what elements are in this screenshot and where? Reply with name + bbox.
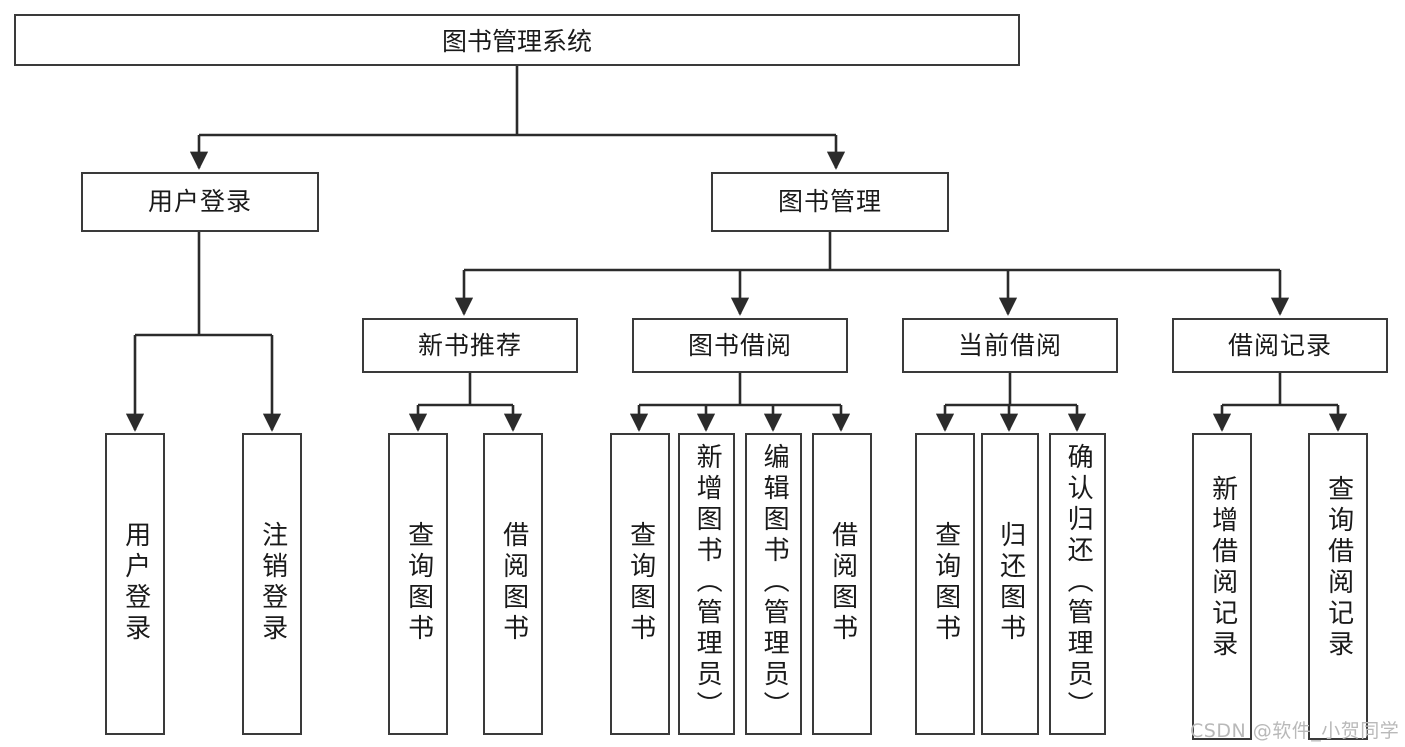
node-label: 当前借阅 xyxy=(957,330,1062,360)
node-label: 新书推荐 xyxy=(417,330,522,360)
node-label: 借阅记录 xyxy=(1227,330,1332,360)
leaf-label: 注销登录 xyxy=(257,521,288,645)
leaf-label: 编辑图书（管理员） xyxy=(759,443,790,722)
leaf-label: 新增图书（管理员） xyxy=(692,443,723,722)
leaf-label: 确认归还（管理员） xyxy=(1063,443,1094,722)
node-current-borrow[interactable]: 当前借阅 xyxy=(902,318,1118,373)
leaf-book-borrow-borrow-books[interactable]: 借阅图书 xyxy=(812,433,872,735)
leaf-label: 用户登录 xyxy=(120,521,151,645)
csdn-watermark: CSDN @软件_小贺同学 xyxy=(1190,720,1400,742)
node-label: 图书管理 xyxy=(777,187,882,216)
leaf-new-book-query-books[interactable]: 查询图书 xyxy=(388,433,448,735)
leaf-user-login-logout[interactable]: 注销登录 xyxy=(242,433,302,735)
node-book-management[interactable]: 图书管理 xyxy=(711,172,949,232)
leaf-label: 借阅图书 xyxy=(827,521,858,645)
leaf-label: 借阅图书 xyxy=(498,521,529,645)
leaf-label: 查询图书 xyxy=(930,521,961,645)
node-label: 图书管理系统 xyxy=(441,27,592,56)
leaf-borrow-record-add-record[interactable]: 新增借阅记录 xyxy=(1192,433,1252,740)
leaf-new-book-borrow-books[interactable]: 借阅图书 xyxy=(483,433,543,735)
leaf-book-borrow-add-book-admin[interactable]: 新增图书（管理员） xyxy=(678,433,735,735)
leaf-borrow-record-query-record[interactable]: 查询借阅记录 xyxy=(1308,433,1368,740)
leaf-user-login-login[interactable]: 用户登录 xyxy=(105,433,165,735)
node-borrow-record[interactable]: 借阅记录 xyxy=(1172,318,1388,373)
leaf-current-borrow-return-books[interactable]: 归还图书 xyxy=(981,433,1039,735)
leaf-current-borrow-query-books[interactable]: 查询图书 xyxy=(915,433,975,735)
node-label: 用户登录 xyxy=(147,187,252,216)
leaf-book-borrow-edit-book-admin[interactable]: 编辑图书（管理员） xyxy=(745,433,802,735)
node-new-book-recommend[interactable]: 新书推荐 xyxy=(362,318,578,373)
leaf-label: 查询借阅记录 xyxy=(1323,475,1354,661)
node-user-login[interactable]: 用户登录 xyxy=(81,172,319,232)
leaf-current-borrow-confirm-return-admin[interactable]: 确认归还（管理员） xyxy=(1049,433,1106,735)
node-book-borrow[interactable]: 图书借阅 xyxy=(632,318,848,373)
node-root-library-management-system[interactable]: 图书管理系统 xyxy=(14,14,1020,66)
leaf-label: 归还图书 xyxy=(995,521,1026,645)
node-label: 图书借阅 xyxy=(687,330,792,360)
leaf-book-borrow-query-books[interactable]: 查询图书 xyxy=(610,433,670,735)
leaf-label: 查询图书 xyxy=(403,521,434,645)
leaf-label: 查询图书 xyxy=(625,521,656,645)
leaf-label: 新增借阅记录 xyxy=(1207,475,1238,661)
